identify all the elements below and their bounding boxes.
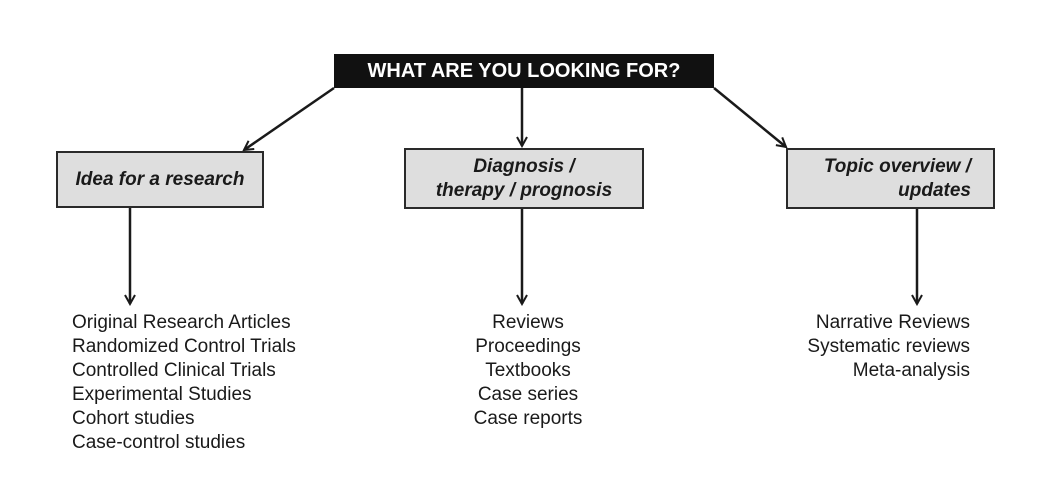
- category-label-line: therapy / prognosis: [435, 179, 613, 201]
- category-box-research: Idea for a research: [56, 151, 264, 208]
- category-label-line: Diagnosis /: [473, 155, 575, 177]
- list-item: Cohort studies: [72, 408, 195, 429]
- category-box-diagnosis: Diagnosis / therapy / prognosis: [404, 148, 644, 209]
- root-question-box: WHAT ARE YOU LOOKING FOR?: [334, 54, 714, 88]
- category-label-line: Idea for a research: [75, 168, 245, 190]
- research-source-list: Original Research Articles Randomized Co…: [72, 311, 296, 455]
- category-box-topic: Topic overview / updates: [786, 148, 995, 209]
- list-item: Systematic reviews: [807, 336, 970, 357]
- list-item: Experimental Studies: [72, 384, 252, 405]
- list-item: Narrative Reviews: [815, 312, 970, 333]
- list-item: Meta-analysis: [852, 360, 970, 381]
- root-question-label: WHAT ARE YOU LOOKING FOR?: [367, 59, 681, 82]
- list-item: Randomized Control Trials: [72, 336, 296, 357]
- list-item: Case reports: [473, 408, 583, 429]
- category-label-line: updates: [898, 179, 971, 201]
- arrow-root-to-topic: [713, 87, 786, 147]
- list-item: Proceedings: [475, 336, 581, 357]
- diagnosis-source-list: Reviews Proceedings Textbooks Case serie…: [428, 311, 628, 431]
- list-item: Case-control studies: [72, 432, 246, 453]
- category-label-line: Topic overview /: [823, 155, 971, 177]
- list-item: Textbooks: [485, 360, 571, 381]
- topic-source-list: Narrative Reviews Systematic reviews Met…: [760, 311, 970, 383]
- list-item: Original Research Articles: [72, 312, 291, 333]
- list-item: Reviews: [492, 312, 564, 333]
- list-item: Controlled Clinical Trials: [72, 360, 276, 381]
- arrow-root-to-research: [244, 86, 335, 150]
- list-item: Case series: [477, 384, 579, 405]
